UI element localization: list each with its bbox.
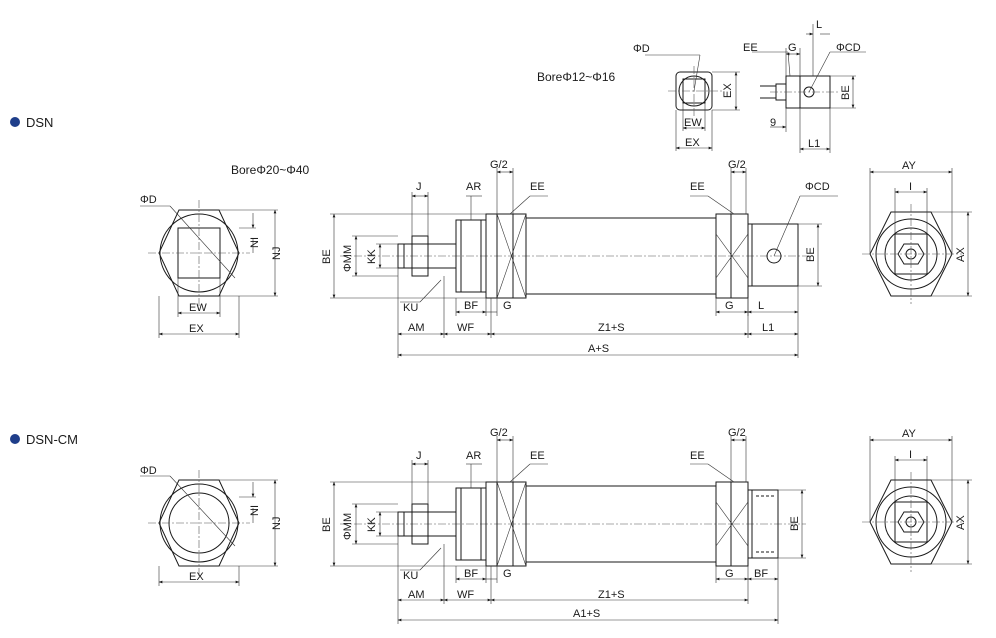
label-l-small: L [816, 19, 822, 31]
section-dsn-cm-title: DSN-CM [26, 432, 78, 447]
label-ax-dsn: AX [955, 247, 967, 262]
label-g2-dsn-front: G/2 [490, 159, 508, 171]
label-ay-dsn: AY [902, 160, 917, 172]
label-be-cm-left: BE [321, 517, 333, 532]
label-phi-mm-cm: ΦMM [342, 513, 354, 540]
label-ku-cm: KU [403, 570, 418, 582]
label-ee-cm-rear: EE [690, 450, 705, 462]
label-phi-cd-dsn: ΦCD [805, 181, 830, 193]
label-ar-dsn: AR [466, 181, 481, 193]
label-ew-small: EW [684, 117, 702, 129]
label-ee-cm-front: EE [530, 450, 545, 462]
label-g-small: G [788, 42, 797, 54]
small-bore-side-view: EE G L ΦCD BE 9 L1 [743, 19, 866, 153]
label-nj-cm: NJ [271, 517, 283, 530]
label-ni-dsn: NI [249, 237, 261, 248]
label-bf-cm-rear: BF [754, 568, 768, 580]
label-nj-dsn: NJ [271, 247, 283, 260]
dsn-cm-front-view: ΦD NI NJ EX [140, 465, 283, 586]
label-ee-dsn-front: EE [530, 181, 545, 193]
label-ee-dsn-rear: EE [690, 181, 705, 193]
label-phi-d-dsn: ΦD [140, 194, 157, 206]
bullet-icon [10, 434, 20, 444]
label-ex-small: EX [685, 137, 700, 149]
label-phi-d-cm: ΦD [140, 465, 157, 477]
dsn-front-view: ΦD NI NJ EW EX [140, 194, 283, 338]
label-phi-d: ΦD [633, 43, 650, 55]
label-g2-cm-front: G/2 [490, 427, 508, 439]
bore-large-caption: BoreΦ20~Φ40 [231, 163, 310, 177]
label-g2-cm-rear: G/2 [728, 427, 746, 439]
label-be-dsn-right: BE [805, 247, 817, 262]
dsn-cm-rear-view: AY I AX [862, 428, 972, 572]
label-nine: 9 [770, 117, 776, 129]
label-j-cm: J [416, 450, 422, 462]
label-l-dsn: L [758, 300, 764, 312]
label-wf-cm: WF [457, 589, 474, 601]
label-phi-mm-dsn: ΦMM [342, 245, 354, 272]
section-dsn-heading: DSN [10, 115, 53, 130]
label-z1s-cm: Z1+S [598, 589, 625, 601]
label-ax-cm: AX [955, 515, 967, 530]
section-dsn-cm-heading: DSN-CM [10, 432, 78, 447]
label-ni-cm: NI [249, 505, 261, 516]
label-a1s-cm: A1+S [573, 608, 600, 620]
label-ar-cm: AR [466, 450, 481, 462]
label-g-cm-rear: G [725, 568, 734, 580]
label-kk-dsn: KK [366, 249, 378, 264]
label-phi-cd-small: ΦCD [836, 42, 861, 54]
label-l1-dsn: L1 [762, 322, 774, 334]
label-z1s-dsn: Z1+S [598, 322, 625, 334]
label-as-dsn: A+S [588, 343, 609, 355]
label-i-dsn: I [909, 181, 912, 193]
label-kk-cm: KK [366, 517, 378, 532]
label-l1-small: L1 [808, 138, 820, 150]
label-ew-dsn: EW [189, 302, 207, 314]
label-g2-dsn-rear: G/2 [728, 159, 746, 171]
label-ee-small: EE [743, 42, 758, 54]
label-ex-dsn: EX [189, 323, 204, 335]
label-am-dsn: AM [408, 322, 425, 334]
label-ex-cm: EX [189, 571, 204, 583]
label-am-cm: AM [408, 589, 425, 601]
label-g-cm-front: G [503, 568, 512, 580]
label-ex-vertical: EX [722, 83, 734, 98]
label-wf-dsn: WF [457, 322, 474, 334]
label-bf-cm-front: BF [464, 568, 478, 580]
label-j-dsn: J [416, 181, 422, 193]
dsn-cm-side-view: BE ΦMM KK J AR G/2 EE G/2 EE BE [321, 427, 806, 624]
bore-small-caption: BoreΦ12~Φ16 [537, 70, 616, 84]
bullet-icon [10, 117, 20, 127]
dsn-side-view: BE ΦMM KK J AR G/2 EE G/2 EE ΦCD [321, 159, 838, 358]
label-ku-dsn: KU [403, 302, 418, 314]
label-bf-dsn: BF [464, 300, 478, 312]
label-g-dsn-rear: G [725, 300, 734, 312]
label-g-dsn-front: G [503, 300, 512, 312]
small-bore-front-view: ΦD EX EW EX [633, 43, 740, 151]
label-ay-cm: AY [902, 428, 917, 440]
label-be-dsn-left: BE [321, 249, 333, 264]
label-be-small: BE [840, 85, 852, 100]
label-be-cm-right: BE [789, 516, 801, 531]
label-i-cm: I [909, 449, 912, 461]
dsn-rear-view: AY I AX [862, 160, 972, 304]
section-dsn-title: DSN [26, 115, 53, 130]
